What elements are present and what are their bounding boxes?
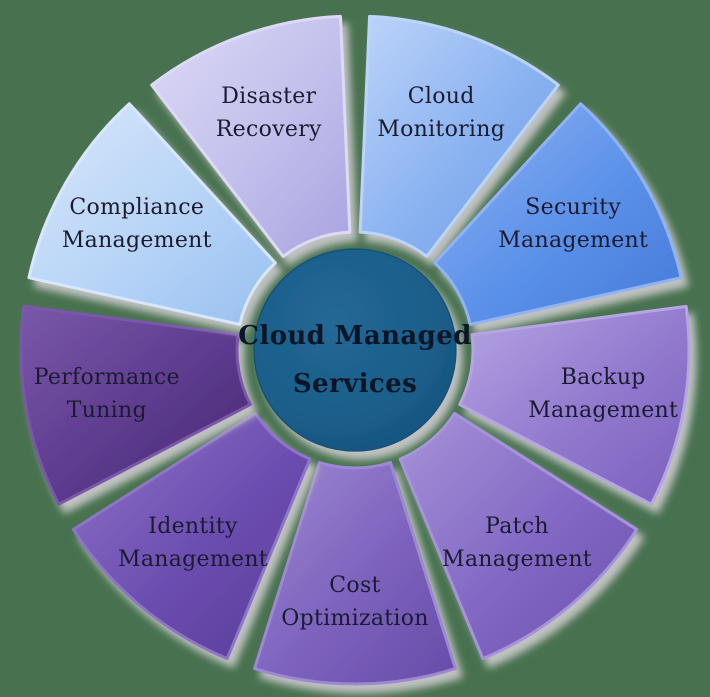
segment-label-cloud-monitoring-line1: Cloud xyxy=(408,84,475,109)
segment-label-patch-management-line2: Management xyxy=(442,547,592,572)
segment-label-performance-tuning-line2: Tuning xyxy=(67,398,147,423)
segment-label-compliance-management-line1: Compliance xyxy=(69,195,204,220)
segment-shape-cloud-monitoring xyxy=(358,14,560,258)
segment-label-compliance-management-line2: Management xyxy=(62,228,212,253)
segment-label-backup-management-line1: Backup xyxy=(561,365,646,390)
segment-shape-disaster-recovery xyxy=(150,14,352,258)
segment-shape-compliance-management xyxy=(27,102,277,326)
segment-label-backup-management-line2: Management xyxy=(528,398,678,423)
hub-title-line2: Services xyxy=(293,369,417,399)
segment-label-identity-management-line1: Identity xyxy=(148,514,238,539)
segment-shape-performance-tuning xyxy=(19,304,252,506)
segment-label-cost-optimization-line1: Cost xyxy=(329,573,380,598)
hub-circle xyxy=(253,248,457,452)
segment-label-cloud-monitoring-line2: Monitoring xyxy=(377,117,505,142)
segment-label-security-management-line2: Management xyxy=(498,228,648,253)
segment-shape-identity-management xyxy=(71,411,312,661)
segment-label-disaster-recovery-line1: Disaster xyxy=(221,84,316,109)
segment-label-performance-tuning-line1: Performance xyxy=(34,365,180,390)
segment-label-disaster-recovery-line2: Recovery xyxy=(216,117,322,142)
segment-shape-patch-management xyxy=(398,411,639,661)
hub-title-line1: Cloud Managed xyxy=(238,321,472,351)
segments-layer: CloudMonitoringSecurityManagementBackupM… xyxy=(19,14,691,686)
segment-label-security-management-line1: Security xyxy=(525,195,621,220)
segment-label-patch-management-line1: Patch xyxy=(485,514,549,539)
segment-label-identity-management-line2: Management xyxy=(118,547,268,572)
segment-shape-backup-management xyxy=(458,304,691,506)
segment-label-cost-optimization-line2: Optimization xyxy=(281,606,429,631)
segment-shape-cost-optimization xyxy=(253,461,457,686)
segment-shape-security-management xyxy=(433,102,683,326)
